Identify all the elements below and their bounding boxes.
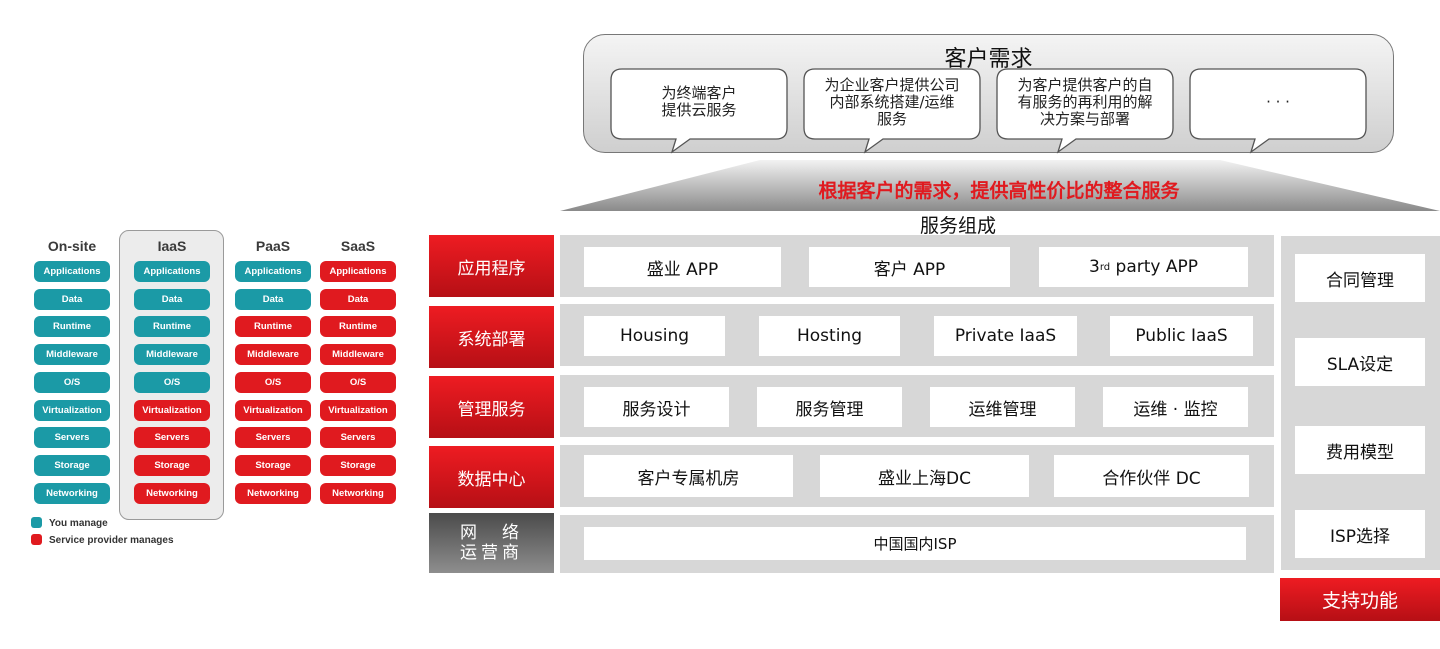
layer-pill: Servers <box>320 427 396 449</box>
row-label-datacenter: 数据中心 <box>429 446 554 508</box>
legend-swatch-you <box>31 517 42 528</box>
need-text: · · · <box>1266 92 1290 111</box>
layer-pill: Virtualization <box>134 399 210 421</box>
layer-pill: Virtualization <box>34 399 110 421</box>
legend-provider-manages: Service provider manages <box>31 534 174 546</box>
layer-pill: Servers <box>34 427 110 449</box>
layer-pill: Runtime <box>235 316 311 338</box>
row-label-deployment: 系统部署 <box>429 306 554 368</box>
support-functions-panel: 合同管理 SLA设定 费用模型 ISP选择 <box>1281 236 1440 570</box>
row-label-applications: 应用程序 <box>429 235 554 297</box>
layer-pill: O/S <box>320 371 396 393</box>
row-band-management: 服务设计 服务管理 运维管理 运维 · 监控 <box>560 375 1274 437</box>
service-box: 客户专属机房 <box>584 455 793 497</box>
layer-pill: O/S <box>134 371 210 393</box>
layer-pill: Runtime <box>134 316 210 338</box>
service-box: 客户 APP <box>809 247 1010 287</box>
legend-label: Service provider manages <box>49 535 174 546</box>
layer-pill: Storage <box>134 454 210 476</box>
row-band-deployment: Housing Hosting Private IaaS Public IaaS <box>560 304 1274 366</box>
legend-swatch-provider <box>31 534 42 545</box>
service-box: 服务设计 <box>584 387 729 427</box>
service-box: 盛业上海DC <box>820 455 1029 497</box>
needs-title: 客户需求 <box>944 47 1033 72</box>
layer-pill: Networking <box>320 482 396 504</box>
service-box: 合作伙伴 DC <box>1054 455 1249 497</box>
services-heading: 服务组成 <box>919 215 996 237</box>
layer-pill: Servers <box>235 427 311 449</box>
support-item: 合同管理 <box>1295 254 1425 302</box>
customer-needs-panel: 客户需求 为终端客户 提供云服务 为企业客户提供公司 内部系统搭建/运维 服务 … <box>583 34 1394 154</box>
service-box: Public IaaS <box>1110 316 1253 356</box>
layer-pill: Storage <box>320 454 396 476</box>
row-label-network-operator: 网 络 运营商 <box>429 513 554 573</box>
service-box: 运维管理 <box>930 387 1075 427</box>
need-text: 为企业客户提供公司 内部系统搭建/运维 服务 <box>824 75 960 128</box>
need-bubble: 为客户提供客户的自 有服务的再利用的解 决方案与部署 <box>996 68 1174 168</box>
layer-pill: Storage <box>235 454 311 476</box>
legend-label: You manage <box>49 518 108 529</box>
model-title: IaaS <box>157 238 187 254</box>
layer-pill: Runtime <box>34 316 110 338</box>
row-band-datacenter: 客户专属机房 盛业上海DC 合作伙伴 DC <box>560 445 1274 507</box>
layer-pill: Networking <box>34 482 110 504</box>
support-functions-label: 支持功能 <box>1280 578 1440 621</box>
layer-pill: Middleware <box>34 344 110 366</box>
layer-pill: Middleware <box>235 344 311 366</box>
service-box: 盛业 APP <box>584 247 781 287</box>
support-item: SLA设定 <box>1295 338 1425 386</box>
layer-pill: Data <box>320 288 396 310</box>
need-bubble: 为企业客户提供公司 内部系统搭建/运维 服务 <box>803 68 981 168</box>
layer-pill: Applications <box>320 261 396 282</box>
layer-pill: Storage <box>34 454 110 476</box>
value-proposition-tagline: 根据客户的需求，提供高性价比的整合服务 <box>818 180 1180 202</box>
need-bubble: · · · <box>1189 68 1367 168</box>
layer-pill: Applications <box>134 261 210 282</box>
need-bubble: 为终端客户 提供云服务 <box>610 68 788 168</box>
service-box: Hosting <box>759 316 900 356</box>
need-text: 为客户提供客户的自 有服务的再利用的解 决方案与部署 <box>1017 75 1153 128</box>
layer-pill: Data <box>34 288 110 310</box>
layer-pill: Applications <box>34 261 110 282</box>
layer-pill: Networking <box>235 482 311 504</box>
layer-pill: Middleware <box>320 344 396 366</box>
service-box: 中国国内ISP <box>584 527 1246 560</box>
layer-pill: Virtualization <box>320 399 396 421</box>
model-title: SaaS <box>340 238 376 254</box>
need-text: 为终端客户 提供云服务 <box>661 84 737 119</box>
layer-pill: Virtualization <box>235 399 311 421</box>
layer-pill: Middleware <box>134 344 210 366</box>
model-title: On-site <box>47 238 97 254</box>
support-item: 费用模型 <box>1295 426 1425 474</box>
layer-pill: Runtime <box>320 316 396 338</box>
layer-pill: Networking <box>134 482 210 504</box>
service-box: Housing <box>584 316 725 356</box>
layer-pill: O/S <box>34 371 110 393</box>
model-title: PaaS <box>255 238 291 254</box>
row-label-management: 管理服务 <box>429 376 554 438</box>
support-item: ISP选择 <box>1295 510 1425 558</box>
layer-pill: O/S <box>235 371 311 393</box>
layer-pill: Data <box>235 288 311 310</box>
layer-pill: Applications <box>235 261 311 282</box>
service-box: Private IaaS <box>934 316 1077 356</box>
layer-pill: Servers <box>134 427 210 449</box>
service-box: 服务管理 <box>757 387 902 427</box>
service-box: 运维 · 监控 <box>1103 387 1248 427</box>
row-band-network-operator: 中国国内ISP <box>560 515 1274 573</box>
legend-you-manage: You manage <box>31 517 108 529</box>
layer-pill: Data <box>134 288 210 310</box>
